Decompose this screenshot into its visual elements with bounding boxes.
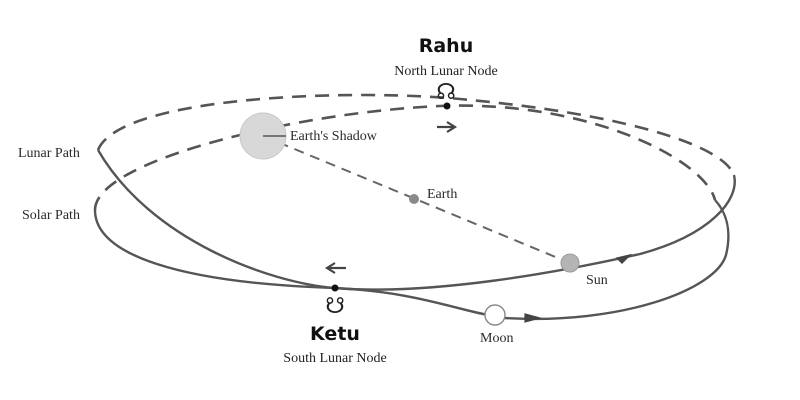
rahu-title: Rahu bbox=[419, 35, 474, 57]
moon-label: Moon bbox=[480, 331, 513, 346]
solar-path-front-solid bbox=[93, 199, 730, 321]
ketu-title: Ketu bbox=[310, 323, 360, 345]
lunar-path-front-solid bbox=[96, 149, 736, 291]
solar-path-back-dashed bbox=[93, 104, 717, 211]
south-lunar-node-label: South Lunar Node bbox=[283, 351, 386, 366]
direction-arrow-moon-side bbox=[524, 313, 543, 323]
lunar-path-back-dashed bbox=[96, 93, 736, 176]
south-node-point bbox=[331, 284, 339, 292]
moon-disc bbox=[484, 304, 506, 326]
direction-arrow-top bbox=[437, 121, 458, 133]
earth-label: Earth bbox=[427, 187, 457, 202]
earth-dot bbox=[409, 194, 419, 204]
sun-label: Sun bbox=[586, 273, 608, 288]
shadow-axis-dashed-line bbox=[262, 135, 571, 264]
earths-shadow-label: Earth's Shadow bbox=[290, 129, 378, 144]
north-node-symbol-icon: ☊ bbox=[436, 80, 456, 105]
north-lunar-node-label: North Lunar Node bbox=[394, 64, 497, 79]
direction-arrow-sun-side bbox=[615, 253, 633, 264]
sun-disc bbox=[560, 253, 580, 273]
solar-path-label: Solar Path bbox=[22, 208, 80, 223]
lunar-path-label: Lunar Path bbox=[18, 146, 80, 161]
south-node-symbol-icon: ☋ bbox=[325, 294, 345, 319]
direction-arrow-left bbox=[324, 262, 346, 274]
north-node-point bbox=[443, 102, 451, 110]
